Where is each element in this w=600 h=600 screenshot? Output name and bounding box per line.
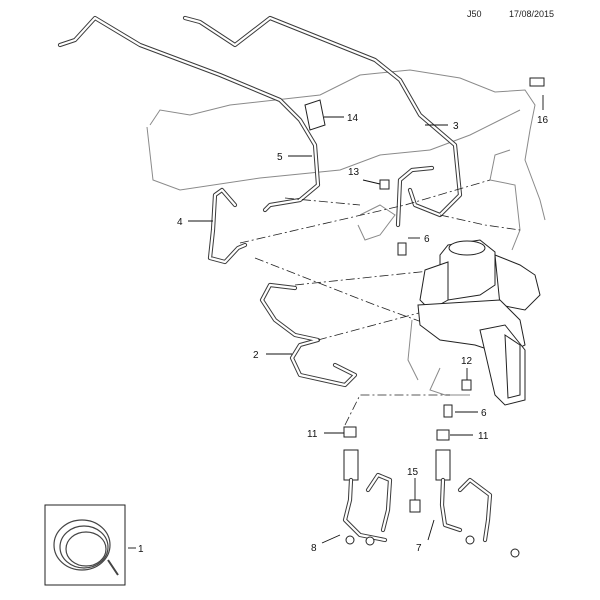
clip-11-right xyxy=(436,429,450,441)
callout-11-left: 11 xyxy=(307,429,318,440)
clip-12 xyxy=(461,379,472,391)
callout-13: 13 xyxy=(348,167,360,178)
callout-8: 8 xyxy=(311,543,317,554)
fitting-6-upper xyxy=(397,242,407,256)
chassis-pipe-routing xyxy=(146,69,546,396)
fitting-6-lower xyxy=(443,404,453,418)
brake-pipe-2 xyxy=(259,282,358,388)
abs-modulator-unit xyxy=(417,239,541,406)
callout-4: 4 xyxy=(177,217,183,228)
clip-11-left xyxy=(343,426,357,438)
clip-13 xyxy=(379,179,390,190)
callout-12: 12 xyxy=(461,356,473,367)
bracket-14 xyxy=(304,99,326,131)
sheet-code: J50 xyxy=(467,9,482,19)
callout-16: 16 xyxy=(537,115,549,126)
callout-6-lower: 6 xyxy=(481,408,487,419)
sheet-date: 17/08/2015 xyxy=(509,9,555,19)
brake-pipe-3 xyxy=(182,15,463,218)
brake-hose-8 xyxy=(342,449,393,546)
leader-lines xyxy=(128,95,544,549)
pipe-coil-inset-box xyxy=(44,504,126,586)
brake-hose-7 xyxy=(435,449,520,558)
brake-pipe-4 xyxy=(207,187,248,265)
brake-pipe-13 xyxy=(395,165,435,228)
callout-3: 3 xyxy=(453,121,459,132)
callout-6-upper: 6 xyxy=(424,234,430,245)
callout-11-right: 11 xyxy=(478,431,489,442)
callout-1: 1 xyxy=(138,544,144,555)
brake-pipe-coil-1 xyxy=(53,519,119,576)
callout-15: 15 xyxy=(407,467,419,478)
callout-7: 7 xyxy=(416,543,422,554)
callout-2: 2 xyxy=(253,350,259,361)
callout-5: 5 xyxy=(277,152,283,163)
union-16 xyxy=(529,77,545,87)
brake-pipe-5 xyxy=(57,15,321,213)
callout-14: 14 xyxy=(347,113,359,124)
clip-15 xyxy=(409,499,421,513)
